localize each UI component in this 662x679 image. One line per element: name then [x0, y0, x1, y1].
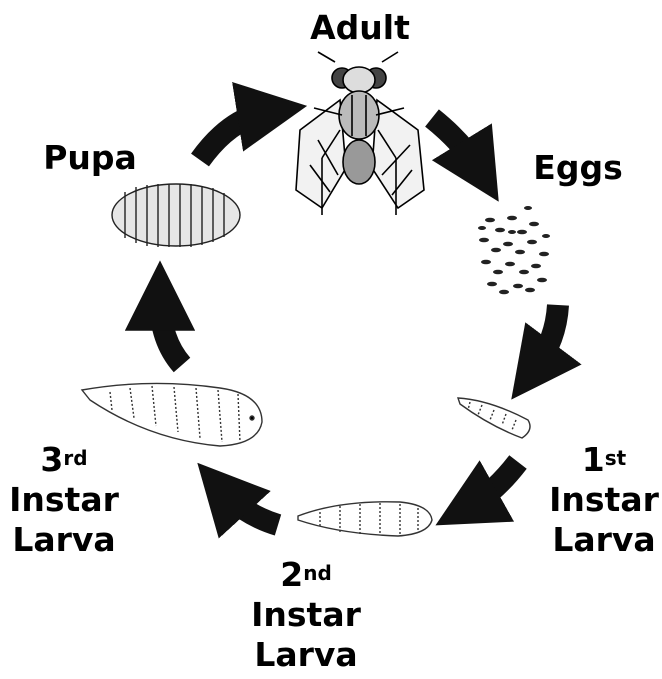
third-num: 3	[40, 440, 63, 479]
third-line2: Instar	[6, 480, 122, 520]
label-eggs-text: Eggs	[533, 148, 622, 187]
fly-illustration	[296, 52, 424, 215]
label-adult-text: Adult	[310, 8, 410, 47]
larva-illustration	[82, 383, 262, 446]
label-pupa: Pupa	[30, 138, 150, 178]
second-line2: Instar	[248, 595, 364, 635]
arrow-pupa-to-adult	[200, 112, 268, 160]
first-line3: Larva	[546, 520, 662, 560]
arrow-adult-to-eggs	[432, 118, 478, 168]
arrow-eggs-to-first	[535, 305, 558, 368]
third-line3: Larva	[6, 520, 122, 560]
arrow-first-to-second	[470, 462, 518, 506]
larva-illustration	[458, 398, 530, 438]
label-second-instar: 2nd Instar Larva	[248, 555, 364, 675]
third-sup: rd	[63, 446, 87, 470]
eggs-cluster	[478, 206, 550, 294]
label-third-number: 3rd	[6, 440, 122, 480]
label-second-number: 2nd	[248, 555, 364, 595]
label-first-instar: 1st Instar Larva	[546, 440, 662, 560]
larva-illustration	[298, 502, 432, 536]
second-num: 2	[280, 555, 303, 594]
second-sup: nd	[303, 561, 332, 585]
label-adult: Adult	[290, 8, 430, 48]
first-sup: st	[605, 446, 626, 470]
second-line3: Larva	[248, 635, 364, 675]
pupa-illustration	[112, 184, 240, 247]
first-num: 1	[582, 440, 605, 479]
label-third-instar: 3rd Instar Larva	[6, 440, 122, 560]
label-first-number: 1st	[546, 440, 662, 480]
label-pupa-text: Pupa	[43, 138, 137, 177]
label-eggs: Eggs	[518, 148, 638, 188]
arrow-second-to-third	[224, 492, 278, 525]
first-line2: Instar	[546, 480, 662, 520]
arrow-third-to-pupa	[160, 300, 182, 365]
